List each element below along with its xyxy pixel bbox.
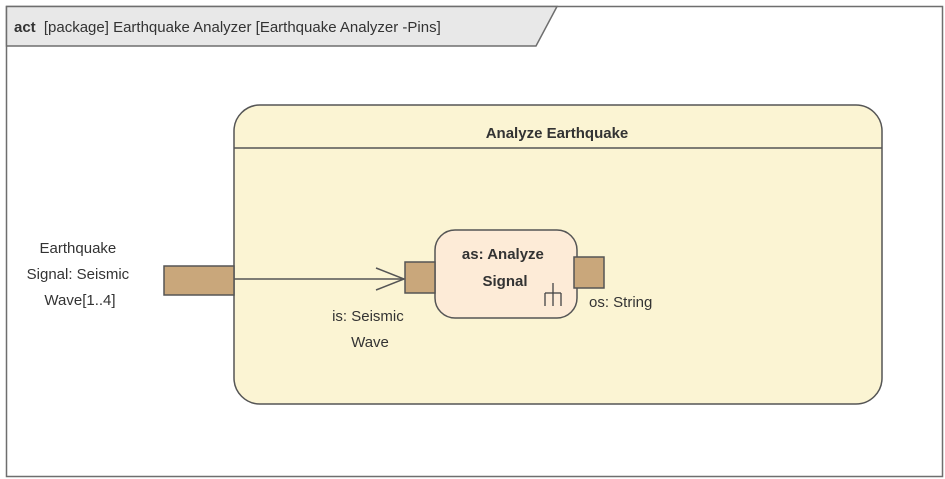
object-flow-arrowhead xyxy=(375,267,407,291)
parameter-label-line-2: Signal: Seismic xyxy=(27,266,130,283)
frame-title: act [package] Earthquake Analyzer [Earth… xyxy=(14,19,441,36)
input-pin-label: is: Seismic Wave xyxy=(332,308,408,351)
output-pin-label: os: String xyxy=(589,294,652,311)
parameter-label-line-3: Wave[1..4] xyxy=(44,292,115,309)
rake-icon xyxy=(544,283,562,306)
activity-parameter-node[interactable] xyxy=(163,265,235,296)
frame-keyword: act xyxy=(14,19,36,36)
action-name-line-2: Signal xyxy=(482,273,527,290)
input-pin-label-line-1: is: Seismic xyxy=(332,308,404,325)
frame-title-tab xyxy=(5,5,559,47)
action-name: as: Analyze Signal xyxy=(462,246,548,290)
output-pin[interactable] xyxy=(573,256,605,289)
activity-name: Analyze Earthquake xyxy=(486,125,629,142)
input-pin-label-line-2: Wave xyxy=(351,334,389,351)
frame-title-text: [package] Earthquake Analyzer [Earthquak… xyxy=(44,19,441,36)
activity-parameter-label: Earthquake Signal: Seismic Wave[1..4] xyxy=(27,240,134,309)
input-pin[interactable] xyxy=(404,261,436,294)
action-name-line-1: as: Analyze xyxy=(462,246,544,263)
parameter-label-line-1: Earthquake xyxy=(40,240,117,257)
